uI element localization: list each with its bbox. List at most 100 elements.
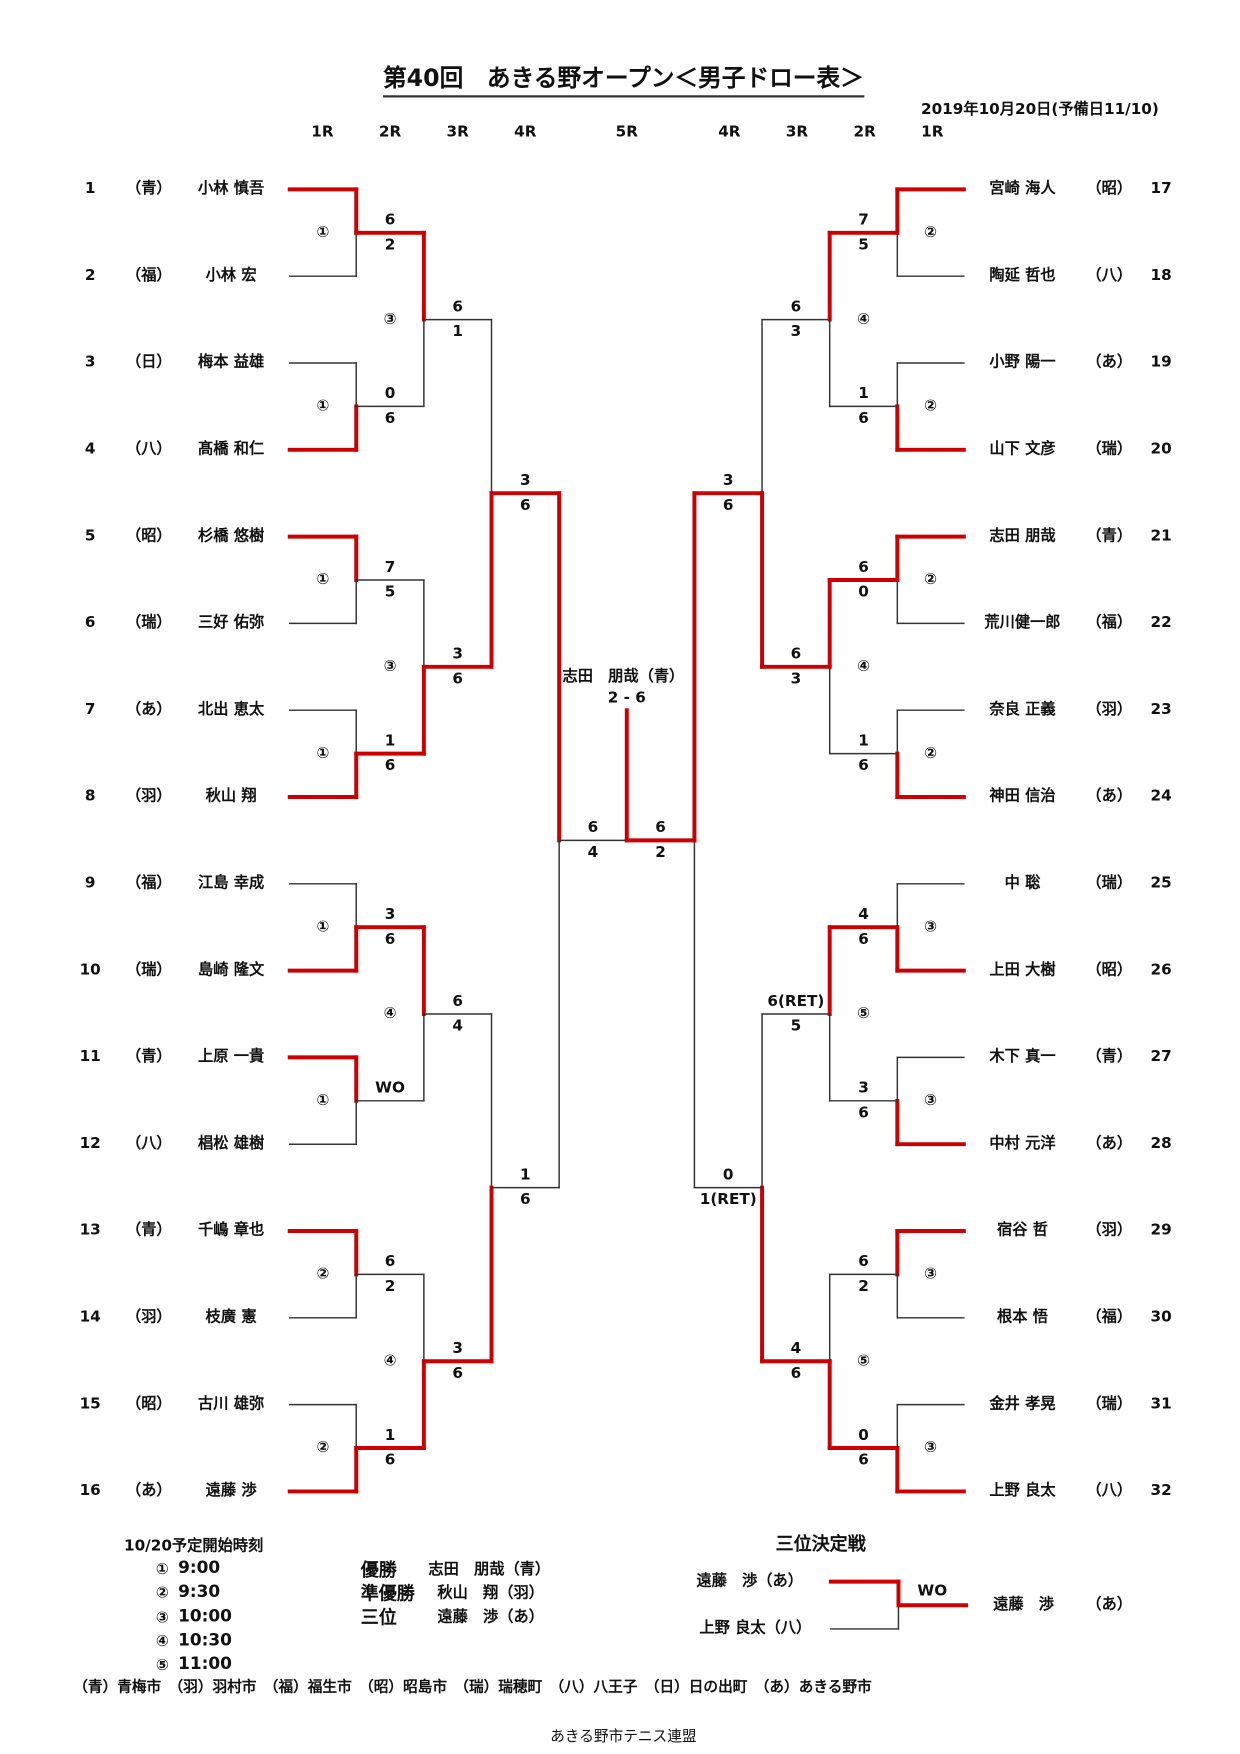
player-name: 陶延 哲也: [989, 266, 1056, 285]
result-name: 秋山 翔（羽）: [437, 1584, 544, 1603]
player-name: 中 聡: [1004, 873, 1041, 892]
player-name: 金井 孝晃: [989, 1394, 1056, 1413]
score-bottom: 3: [790, 322, 802, 341]
player-seed: 3: [84, 353, 96, 372]
score-top: 1: [384, 1425, 396, 1444]
match-time-mark: ③: [924, 1090, 938, 1109]
player-name: 山下 文彦: [989, 439, 1056, 458]
player-club: （青）: [125, 179, 172, 198]
player-name: 小林 宏: [205, 266, 257, 285]
score-bottom: 6: [520, 495, 531, 514]
match-time-mark: ①: [316, 917, 330, 936]
result-name: 志田 朋哉（青）: [428, 1560, 551, 1579]
score-top: 6: [384, 1252, 396, 1271]
score-top: 7: [858, 210, 869, 229]
player-club: （福）: [1086, 613, 1133, 632]
player-club: （昭）: [125, 526, 172, 545]
player-seed: 7: [84, 700, 96, 719]
player-seed: 16: [79, 1481, 101, 1500]
player-club: （昭）: [1086, 960, 1133, 979]
player-name: 上田 大樹: [989, 960, 1056, 979]
player-club: （あ）: [125, 1481, 172, 1500]
score-top: 0: [384, 384, 396, 403]
score-top: 4: [790, 1338, 802, 1357]
score-top: 6: [452, 991, 463, 1010]
page-title: 第40回 あきる野オープン＜男子ドロー表＞: [382, 60, 864, 98]
match-time-mark: ③: [383, 656, 397, 675]
player-club: （羽）: [1086, 1221, 1133, 1240]
player-club: （八）: [125, 1134, 172, 1153]
player-club: （あ）: [1086, 353, 1133, 372]
result-label: 三位: [360, 1606, 397, 1628]
player-name: 杉橋 悠樹: [198, 526, 265, 545]
match-time-mark: ⑤: [857, 1351, 870, 1370]
player-name: 秋山 翔: [205, 787, 257, 806]
player-club: （福）: [125, 873, 172, 892]
player-name: 小野 陽一: [989, 353, 1056, 372]
match-time-mark: ③: [924, 1264, 938, 1283]
third-place-score: WO: [917, 1581, 948, 1600]
player-seed: 15: [79, 1394, 101, 1413]
match-time-mark: ④: [857, 309, 870, 328]
score-bottom: 6: [858, 929, 869, 948]
round-header: 1R: [921, 123, 944, 142]
match-time-mark: ⑤: [857, 1004, 870, 1023]
player-name: 奈良 正義: [989, 700, 1056, 719]
player-seed: 30: [1150, 1307, 1172, 1326]
player-seed: 10: [79, 960, 101, 979]
player-name: 椙松 雄樹: [198, 1134, 265, 1153]
score-top: 3: [722, 470, 734, 489]
player-seed: 29: [1150, 1221, 1172, 1240]
schedule-mark: ⑤: [155, 1656, 169, 1675]
player-name: 江島 幸成: [198, 873, 265, 892]
round-header: 4R: [718, 123, 741, 142]
result-name: 遠藤 渉（あ）: [437, 1607, 544, 1626]
score-bottom: 6: [384, 1450, 396, 1469]
player-seed: 4: [84, 439, 96, 458]
player-seed: 21: [1150, 526, 1172, 545]
player-club: （あ）: [1086, 1134, 1133, 1153]
footer: あきる野市テニス連盟: [550, 1728, 697, 1746]
result-label: 準優勝: [360, 1582, 415, 1605]
player-seed: 32: [1150, 1481, 1172, 1500]
schedule-mark: ③: [155, 1608, 169, 1627]
player-club: （瑞）: [1086, 1394, 1133, 1413]
player-club: （羽）: [125, 787, 172, 806]
player-seed: 25: [1150, 873, 1172, 892]
score-top: 3: [384, 904, 396, 923]
score-bottom: 6: [452, 669, 463, 688]
score-bottom: 2: [384, 235, 396, 254]
third-place-title: 三位決定戦: [775, 1533, 866, 1555]
score-top: 4: [858, 904, 869, 923]
player-seed: 9: [84, 873, 96, 892]
score-top: 1: [858, 384, 869, 403]
score-bottom: 4: [587, 842, 599, 861]
player-club: （羽）: [1086, 700, 1133, 719]
player-seed: 2: [84, 266, 96, 285]
score-bottom: 6: [384, 756, 396, 775]
score-top: 3: [452, 644, 463, 663]
match-time-mark: ②: [924, 743, 938, 762]
player-name: 北出 恵太: [198, 700, 265, 719]
score-bottom: 6: [722, 495, 734, 514]
schedule-mark: ④: [155, 1632, 169, 1651]
player-club: （青）: [125, 1047, 172, 1066]
player-club: （八）: [1086, 266, 1133, 285]
result-label: 優勝: [360, 1559, 397, 1581]
club-legend: （青）青梅市 （羽）羽村市 （福）福生市 （昭）昭島市 （瑞）瑞穂町 （八）八王…: [73, 1679, 872, 1697]
player-seed: 26: [1150, 960, 1172, 979]
player-name: 枝廣 憲: [205, 1307, 257, 1326]
player-club: （福）: [125, 266, 172, 285]
score-top: 3: [520, 470, 531, 489]
match-time-mark: ③: [383, 309, 397, 328]
score-bottom: 6: [858, 408, 869, 427]
player-club: （羽）: [125, 1307, 172, 1326]
player-club: （青）: [1086, 1047, 1133, 1066]
score-top: 0: [722, 1165, 734, 1184]
schedule-time: 10:30: [178, 1629, 232, 1650]
score-top: 6: [858, 557, 869, 576]
score-top: 6: [655, 818, 666, 837]
score-bottom: 6: [384, 408, 396, 427]
score-bottom: 6: [452, 1363, 463, 1382]
score-bottom: 1(RET): [699, 1190, 757, 1209]
